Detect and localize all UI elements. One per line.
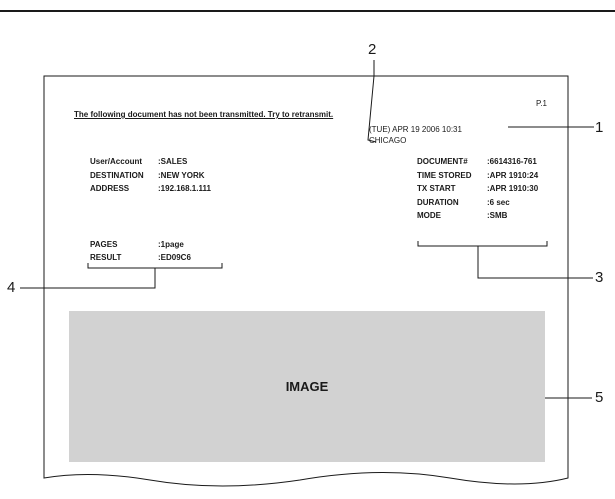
field-label: DESTINATION [90,171,144,180]
callout-1: 1 [595,119,604,136]
field-value: :ED09C6 [158,253,191,262]
field-value: :192.168.1.111 [158,184,211,193]
field-duration: DURATION :6 sec [417,198,510,208]
field-value: :APR 1910:24 [487,171,539,180]
field-value: :NEW YORK [158,171,205,180]
field-label: DOCUMENT# [417,157,468,166]
image-area: IMAGE [69,311,545,462]
bracket-3 [417,241,548,247]
field-address: ADDRESS :192.168.1.111 [90,184,211,194]
field-document-number: DOCUMENT# :6614316-761 [417,157,537,167]
field-time-stored: TIME STORED :APR 1910:24 [417,171,538,181]
leader-2 [367,60,377,143]
page-outline [43,75,569,487]
callout-2: 2 [368,41,377,58]
field-pages: PAGES :1page [90,240,184,250]
field-mode: MODE :SMB [417,211,507,221]
report-heading: The following document has not been tran… [74,110,334,119]
field-value: :SALES [158,157,188,166]
field-value: :APR 1910:30 [487,184,539,193]
field-destination: DESTINATION :NEW YORK [90,171,205,181]
callout-3: 3 [595,269,604,286]
callout-5: 5 [595,389,604,406]
leader-4 [20,268,156,289]
field-label: DURATION [417,198,459,207]
field-label: User/Account [90,157,143,166]
page-number: P.1 [536,99,547,108]
field-user-account: User/Account :SALES [90,157,187,167]
field-label: PAGES [90,240,118,249]
field-value: :6614316-761 [487,157,537,166]
field-label: ADDRESS [90,184,130,193]
image-label: IMAGE [285,379,329,394]
field-label: TIME STORED [417,171,472,180]
top-rule [0,10,615,12]
field-value: :6 sec [487,198,510,207]
field-tx-start: TX START :APR 1910:30 [417,184,538,194]
sender-name: CHICAGO [369,136,407,145]
field-value: :1page [158,240,184,249]
leader-3 [477,246,593,279]
field-label: RESULT [90,253,122,262]
field-result: RESULT :ED09C6 [90,253,191,263]
bracket-4 [87,263,223,269]
field-label: TX START [417,184,456,193]
callout-4: 4 [7,279,16,296]
report-datetime: (TUE) APR 19 2006 10:31 [369,125,462,134]
field-label: MODE [417,211,441,220]
field-value: :SMB [487,211,508,220]
